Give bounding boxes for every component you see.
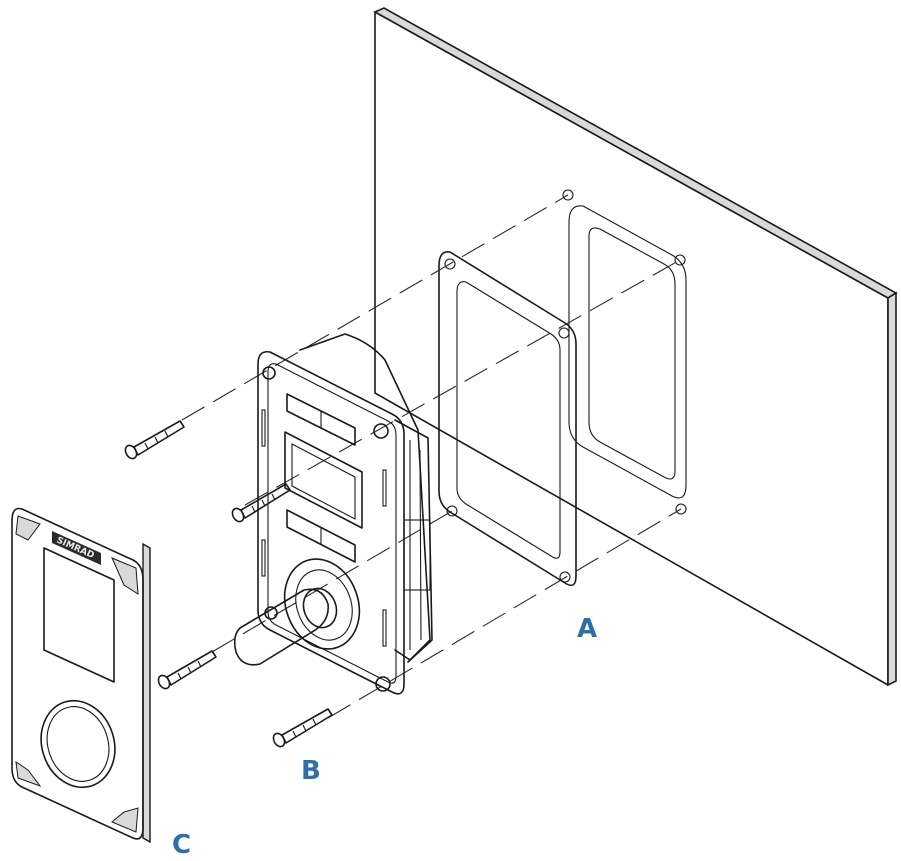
screw-middle-left: [231, 483, 291, 523]
screw-lower-left: [157, 650, 217, 690]
gasket: [438, 189, 687, 587]
callout-label-b: B: [301, 756, 321, 786]
alignment-lines: [181, 194, 682, 719]
screws: [124, 420, 333, 748]
screw-bottom: [272, 708, 333, 748]
callout-label-a: A: [577, 614, 598, 644]
joystick-unit: [233, 333, 433, 695]
mounting-panel: [373, 7, 898, 687]
front-cover: SIMRAD: [11, 507, 151, 844]
callout-label-c: C: [172, 830, 192, 860]
screw-top-left: [124, 420, 185, 460]
